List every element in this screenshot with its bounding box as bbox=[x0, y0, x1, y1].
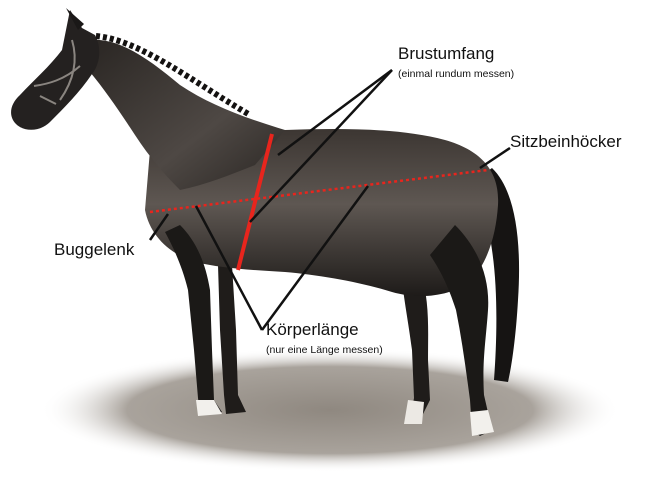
label-buggelenk: Buggelenk bbox=[54, 240, 134, 260]
leader-sitzbein bbox=[480, 148, 510, 168]
label-sitzbeinhoecker: Sitzbeinhöcker bbox=[510, 132, 622, 152]
label-koerperlaenge: Körperlänge bbox=[266, 320, 359, 340]
label-brustumfang: Brustumfang bbox=[398, 44, 494, 64]
horse-head bbox=[11, 10, 99, 130]
ground-shadow bbox=[40, 348, 620, 472]
label-koerperlaenge-note: (nur eine Länge messen) bbox=[266, 344, 383, 356]
label-brustumfang-note: (einmal rundum messen) bbox=[398, 68, 514, 80]
